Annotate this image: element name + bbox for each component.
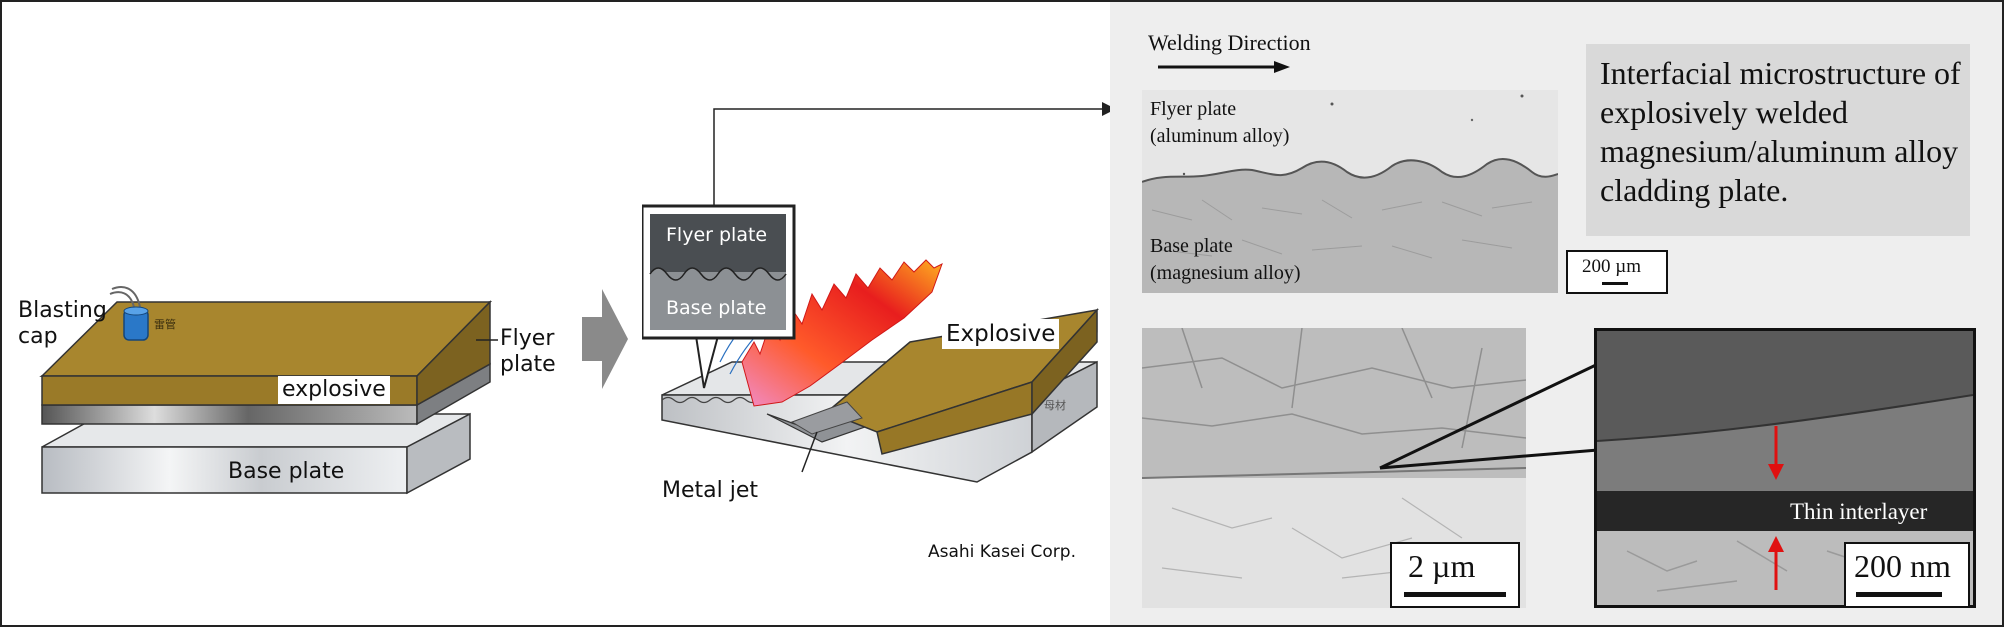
blasting-cap-label: Blasting cap (18, 298, 107, 349)
base-plate-front (41, 446, 408, 494)
blasting-cap-top (123, 306, 149, 316)
plate-marking: 母材 (1044, 399, 1066, 412)
metal-jet-leader (801, 431, 818, 473)
process-arrow (582, 289, 628, 389)
mid-explosive-side (1031, 308, 1098, 416)
zoom-lines (1379, 362, 1599, 470)
red-arrow-up (1768, 536, 1784, 590)
tem-high-scale-label: 200 nm (1854, 548, 1951, 584)
inset-flyer-label: Flyer plate (666, 224, 768, 246)
explosive-label: explosive (278, 376, 390, 404)
wavy-bond (661, 396, 771, 404)
metal-jet (790, 401, 863, 435)
optical-micrograph (1142, 90, 1558, 293)
caption-text: Interfacial microstructure of explosivel… (1600, 55, 1961, 208)
callout-arrowhead (1102, 102, 1116, 116)
credit-label: Asahi Kasei Corp. (928, 542, 1076, 562)
setup-diagram (39, 286, 498, 495)
thin-interlayer-label: Thin interlayer (1790, 499, 1928, 524)
inset-base-photo (650, 272, 786, 330)
flyer-plate-label: Flyer plate (500, 326, 556, 377)
base-plate-label: Base plate (228, 459, 345, 484)
base-plate-material-label: Base plate (magnesium alloy) (1150, 235, 1301, 284)
tem-low-mag (1142, 328, 1526, 608)
optical-scale-label: 200 µm (1582, 256, 1641, 277)
inset-base-label: Base plate (666, 297, 767, 319)
flyer-plate-front (41, 404, 418, 425)
tem-low-scale-bar: 2 µm (1390, 542, 1520, 608)
tem-high-scale-bar: 200 nm (1844, 542, 1970, 608)
caption-box: Interfacial microstructure of explosivel… (1586, 44, 1970, 236)
explosive-side (416, 300, 491, 407)
red-arrow-down (1768, 426, 1784, 480)
mid-explosive-label: Explosive (942, 319, 1060, 349)
callout-leader (713, 108, 1102, 206)
welding-direction-label: Welding Direction (1148, 30, 1311, 55)
optical-scale-bar: 200 µm (1566, 250, 1668, 294)
tem-low-scale-line (1404, 592, 1506, 597)
flyer-plate-material-label: Flyer plate (aluminum alloy) (1150, 98, 1290, 147)
explosive-top-fix (40, 301, 492, 377)
base-plate-side (406, 412, 471, 495)
inset-wavy-interface (649, 267, 787, 281)
welding-diagram (642, 108, 1102, 483)
cap-marking: 雷管 (154, 318, 176, 331)
cap-wire (109, 286, 141, 308)
optical-scale-line (1602, 282, 1628, 285)
inset-flyer-photo (650, 214, 786, 272)
tem-low-scale-label: 2 µm (1408, 548, 1476, 584)
welding-direction-arrow (1158, 61, 1290, 73)
tem-high-scale-line (1856, 592, 1942, 597)
metal-jet-label: Metal jet (662, 478, 759, 503)
mid-base-side (1031, 360, 1098, 454)
